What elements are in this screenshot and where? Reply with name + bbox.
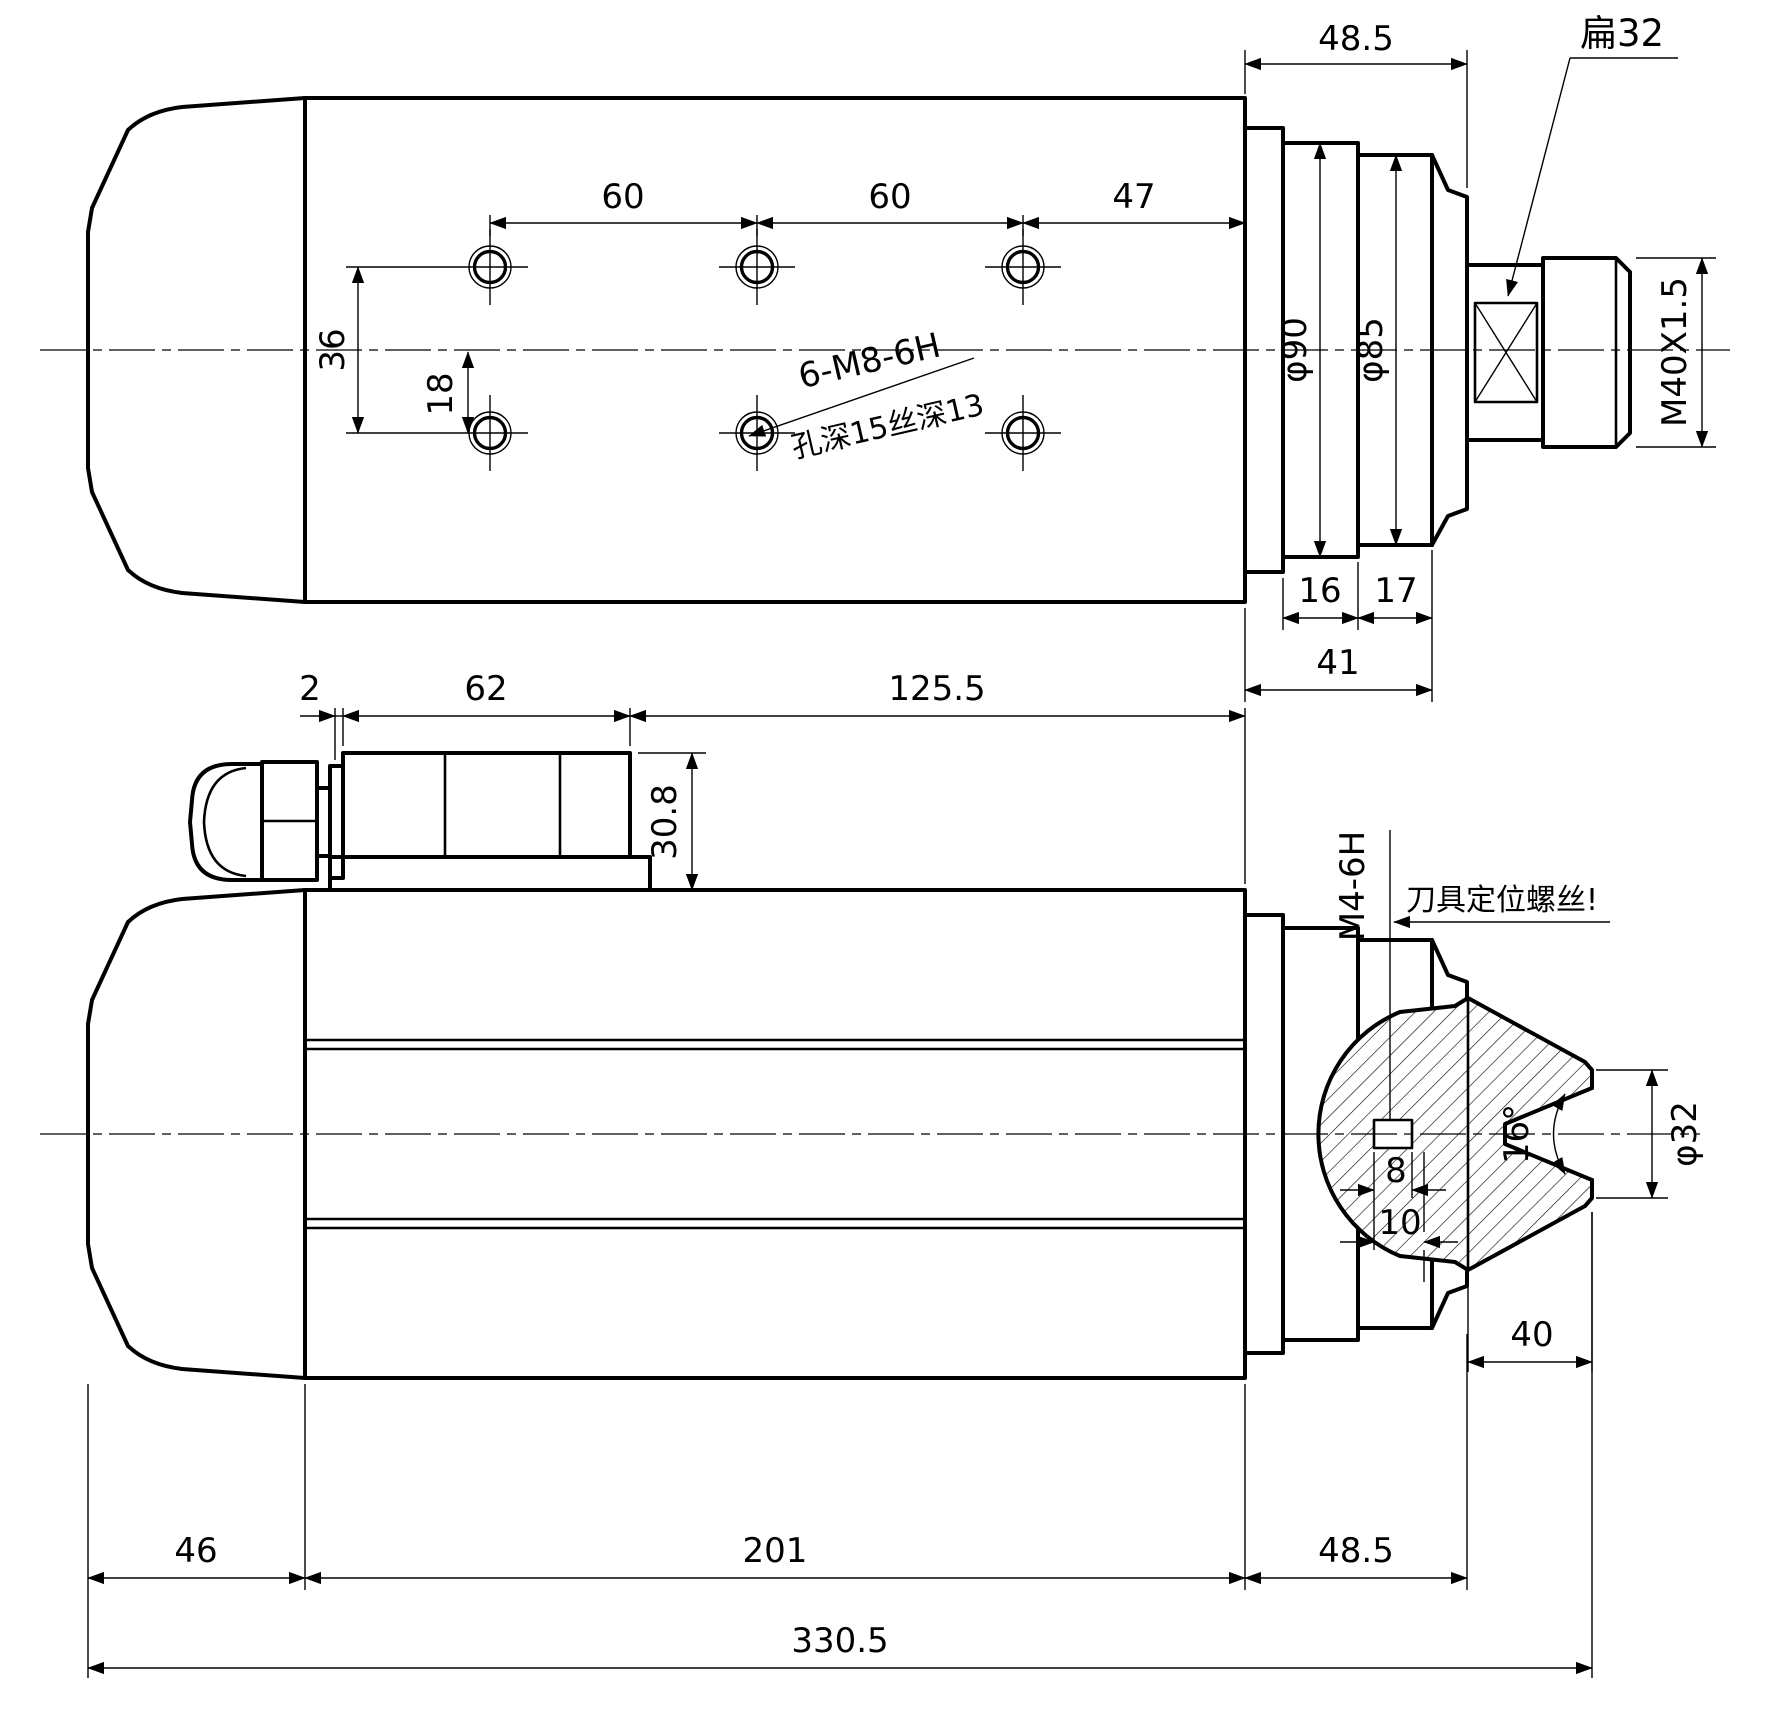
dim-hole-pitch-2: 60 [868, 177, 911, 217]
shaft-flat-box [1473, 301, 1539, 404]
spindle-nose [1430, 153, 1469, 547]
dim-flange-length: 48.5 [1318, 19, 1394, 59]
dim-gap-2: 2 [299, 669, 321, 709]
dim-8: 8 [1385, 1151, 1407, 1191]
side-view-body-outline [303, 888, 1247, 1380]
dim-step-16: 16 [1298, 571, 1341, 611]
body-rib-lines [305, 1038, 1245, 1230]
dim-len-48-5: 48.5 [1318, 1531, 1394, 1571]
dim-step-41: 41 [1316, 643, 1359, 683]
dim-box-height: 30.8 [645, 784, 685, 860]
shaft-outline [1465, 263, 1545, 442]
top-view-body-outline [303, 96, 1247, 604]
gland-cap [188, 762, 264, 882]
hole [719, 229, 795, 305]
dim-set-screw-thread: M4-6H [1333, 831, 1373, 941]
dim-hole-to-edge: 47 [1112, 177, 1155, 217]
terminal-box [188, 751, 652, 892]
mounting-holes [452, 229, 1061, 471]
dim-step-17: 17 [1374, 571, 1417, 611]
dim-len-46: 46 [174, 1531, 217, 1571]
label-shaft-flat: 扁32 [1580, 12, 1664, 55]
centerlines [40, 349, 1730, 1135]
dim-row-half: 18 [421, 372, 461, 415]
dim-hole-pitch-1: 60 [601, 177, 644, 217]
dim-len-330-5: 330.5 [791, 1621, 888, 1661]
note-set-screw: 刀具定位螺丝! [1406, 883, 1598, 918]
dim-10: 10 [1378, 1203, 1421, 1243]
hole [985, 395, 1061, 471]
dim-box-62: 62 [464, 669, 507, 709]
side-view-left-cap [86, 888, 307, 1380]
collet-outline-top [1398, 996, 1594, 1090]
hole [452, 229, 528, 305]
top-view-left-cap [86, 96, 307, 604]
dim-shaft-thread: M40X1.5 [1655, 277, 1695, 427]
side-view-dimensions: 2 62 125.5 30.8 M4-6H 刀具定位螺丝! 8 10 16° φ… [87, 669, 1705, 1678]
terminal-box-dividers [443, 753, 562, 857]
hole [985, 229, 1061, 305]
dim-len-201: 201 [743, 1531, 808, 1571]
dim-len-40: 40 [1510, 1315, 1553, 1355]
dim-len-125-5: 125.5 [888, 669, 985, 709]
shaft-flat-cross [1474, 302, 1538, 403]
gland-cap-arc [202, 766, 247, 878]
collet-outline-bottom [1398, 1178, 1594, 1272]
